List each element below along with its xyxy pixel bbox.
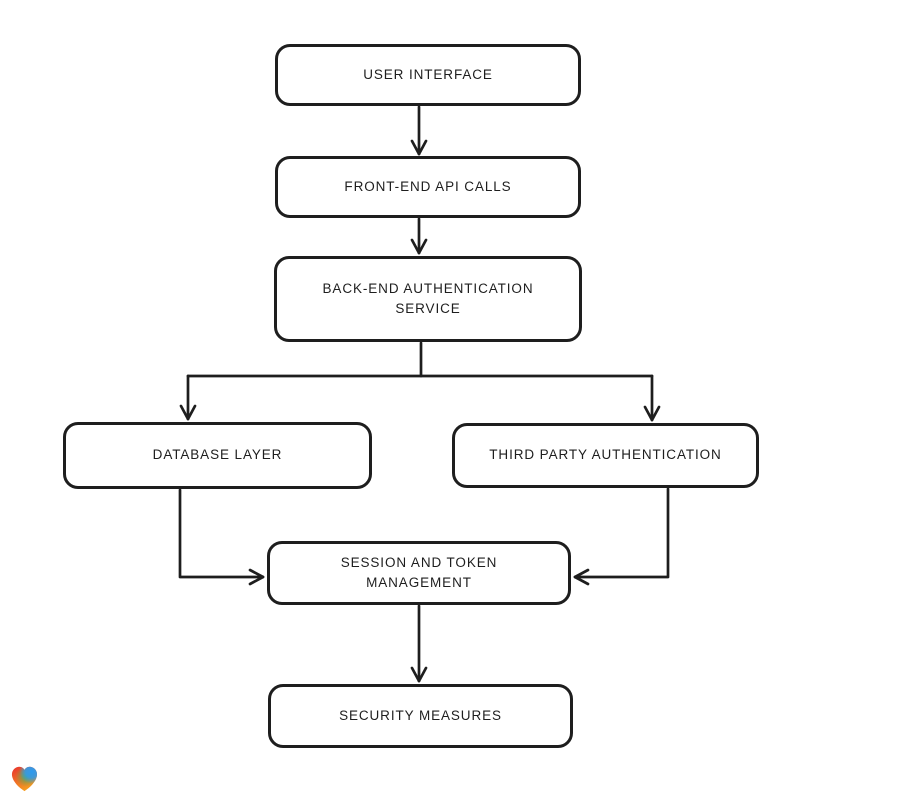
node-third-party-authentication: THIRD PARTY AUTHENTICATION — [452, 423, 759, 488]
edge-user-interface-to-front-end-api-calls — [410, 105, 428, 156]
node-front-end-api-calls: FRONT-END API CALLS — [275, 156, 581, 218]
node-label: THIRD PARTY AUTHENTICATION — [489, 447, 722, 463]
edge-third-party-authentication-to-session-and-token-management — [573, 487, 670, 586]
node-label: USER INTERFACE — [363, 66, 493, 82]
edge-session-and-token-management-to-security-measures — [410, 604, 428, 683]
node-label: FRONT-END API CALLS — [344, 178, 512, 194]
edge-front-end-api-calls-to-back-end-authentication-service — [410, 217, 428, 255]
node-database-layer: DATABASE LAYER — [63, 422, 372, 489]
node-label: BACK-END AUTHENTICATION SERVICE — [322, 280, 534, 316]
edge-database-layer-to-session-and-token-management — [178, 488, 265, 586]
node-label: SESSION AND TOKEN MANAGEMENT — [340, 554, 498, 590]
node-security-measures: SECURITY MEASURES — [268, 684, 573, 748]
node-user-interface: USER INTERFACE — [275, 44, 581, 106]
node-session-and-token-management: SESSION AND TOKEN MANAGEMENT — [267, 541, 571, 605]
node-label: SECURITY MEASURES — [339, 707, 502, 723]
edge-back-end-authentication-service-branch — [179, 341, 661, 422]
node-label: DATABASE LAYER — [152, 447, 283, 463]
node-back-end-authentication-service: BACK-END AUTHENTICATION SERVICE — [274, 256, 582, 342]
gradient-heart-icon — [11, 766, 38, 792]
